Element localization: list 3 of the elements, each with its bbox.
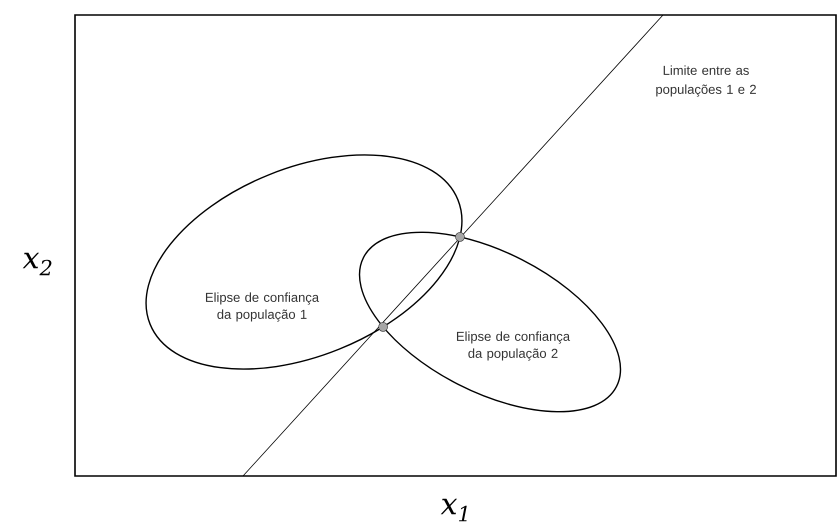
- axis-label: x$_{1}$: [440, 498, 467, 522]
- axis-label: x$_{2}$: [22, 252, 52, 276]
- boundary-label: Limite entre as populações 1 e 2: [656, 65, 756, 97]
